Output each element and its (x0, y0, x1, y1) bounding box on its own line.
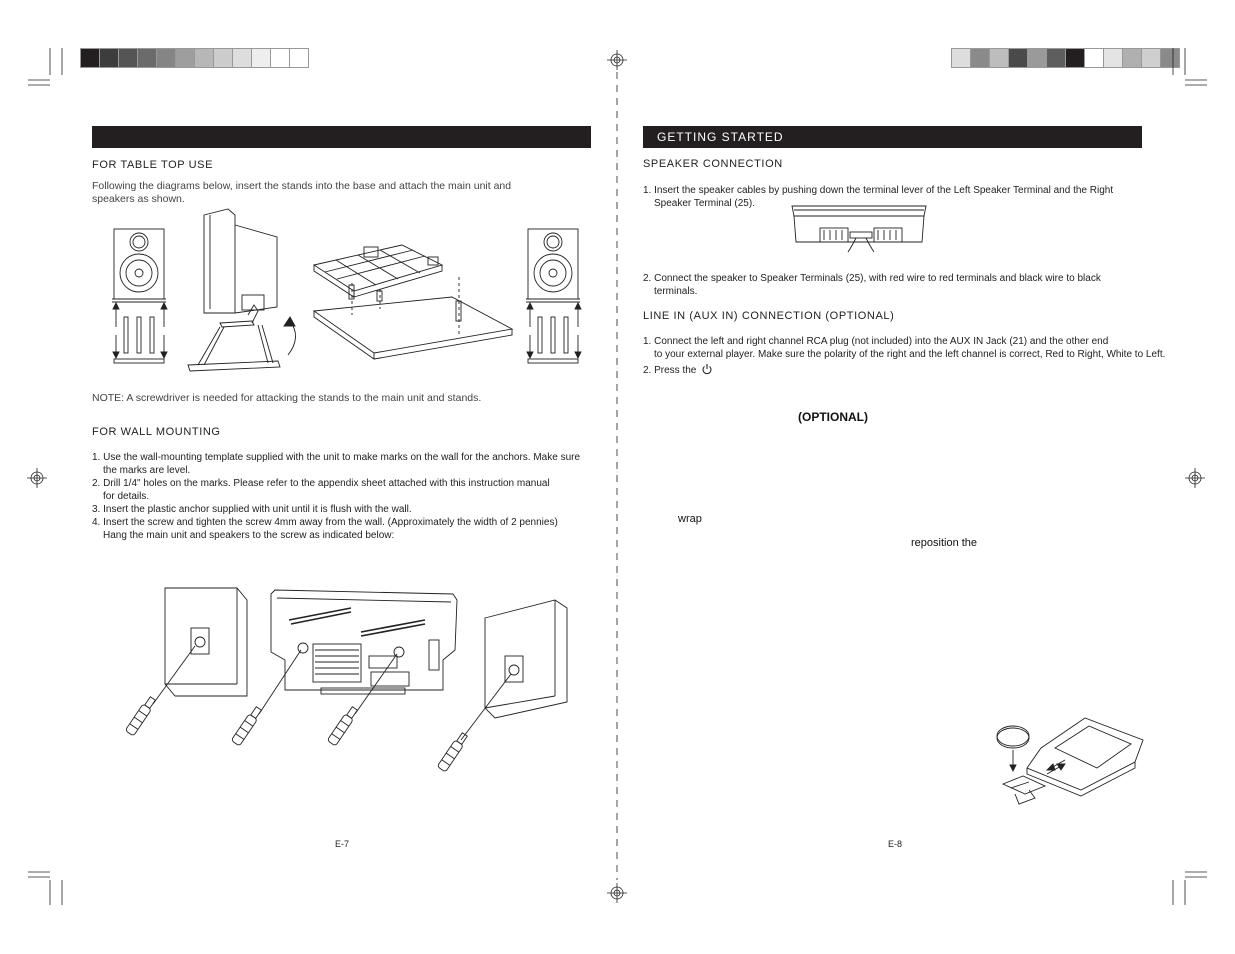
color-bar-right (951, 48, 1180, 68)
wall-step-1: 1. Use the wall-mounting template suppli… (92, 451, 612, 477)
left-header-bar (92, 126, 591, 148)
step-text-cont: terminals. (654, 286, 698, 297)
remote-battery-diagram (996, 717, 1144, 805)
wall-step-2: 2. Drill 1/4" holes on the marks. Please… (92, 477, 612, 503)
step-text: Insert the screw and tighten the screw 4… (103, 517, 558, 528)
wall-step-4: 4. Insert the screw and tighten the scre… (92, 516, 612, 542)
step-text: Insert the plastic anchor supplied with … (103, 504, 412, 515)
step-number: 1. (643, 336, 652, 347)
color-bar-left (80, 48, 309, 68)
step-text-cont: to your external player. Make sure the p… (654, 349, 1166, 360)
step-number: 2. (643, 365, 652, 376)
step-text-cont: the marks are level. (103, 465, 191, 476)
speaker-connection-heading: SPEAKER CONNECTION (643, 158, 783, 170)
right-page-number: E-8 (888, 839, 903, 849)
step-text-cont: Hang the main unit and speakers to the s… (103, 530, 395, 541)
wall-mount-diagram (125, 587, 568, 772)
step-text-cont: Speaker Terminal (25). (654, 198, 755, 209)
step-text: Connect the left and right channel RCA p… (654, 336, 1109, 347)
step-number: 1. (643, 185, 652, 196)
speaker-step-1: 1. Insert the speaker cables by pushing … (643, 184, 1163, 210)
reposition-fragment: reposition the (911, 537, 978, 549)
table-top-intro: Following the diagrams below, insert the… (92, 180, 512, 205)
step-text-cont: for details. (103, 491, 150, 502)
step-number: 2. (92, 478, 101, 489)
optional-label: (OPTIONAL) (798, 410, 868, 424)
line-in-heading: LINE IN (AUX IN) CONNECTION (OPTIONAL) (643, 310, 895, 322)
left-page-number: E-7 (335, 839, 350, 849)
color-swatch (1160, 48, 1180, 68)
wall-mounting-heading: FOR WALL MOUNTING (92, 426, 221, 438)
speaker-step-2: 2. Connect the speaker to Speaker Termin… (643, 272, 1163, 298)
step-text: Connect the speaker to Speaker Terminals… (654, 273, 1101, 284)
step-text: Drill 1/4" holes on the marks. Please re… (103, 478, 550, 489)
table-top-heading: FOR TABLE TOP USE (92, 159, 214, 171)
color-swatch (289, 48, 309, 68)
step-text: Insert the speaker cables by pushing dow… (654, 185, 1114, 196)
step-number: 1. (92, 452, 101, 463)
wall-step-3: 3. Insert the plastic anchor supplied wi… (92, 503, 612, 516)
power-icon (702, 364, 712, 375)
step-text: Press the (654, 365, 697, 376)
step-number: 2. (643, 273, 652, 284)
right-header-bar: GETTING STARTED (643, 126, 1142, 148)
step-number: 4. (92, 517, 101, 528)
step-number: 3. (92, 504, 101, 515)
table-top-diagram (112, 208, 582, 372)
speaker-terminal-diagram (791, 205, 927, 253)
line-in-step-2: 2. Press the (643, 361, 1163, 377)
wrap-fragment: wrap (678, 513, 702, 525)
step-text: Use the wall-mounting template supplied … (103, 452, 581, 463)
line-in-step-1: 1. Connect the left and right channel RC… (643, 335, 1223, 361)
screwdriver-note: NOTE: A screwdriver is needed for attack… (92, 392, 482, 404)
